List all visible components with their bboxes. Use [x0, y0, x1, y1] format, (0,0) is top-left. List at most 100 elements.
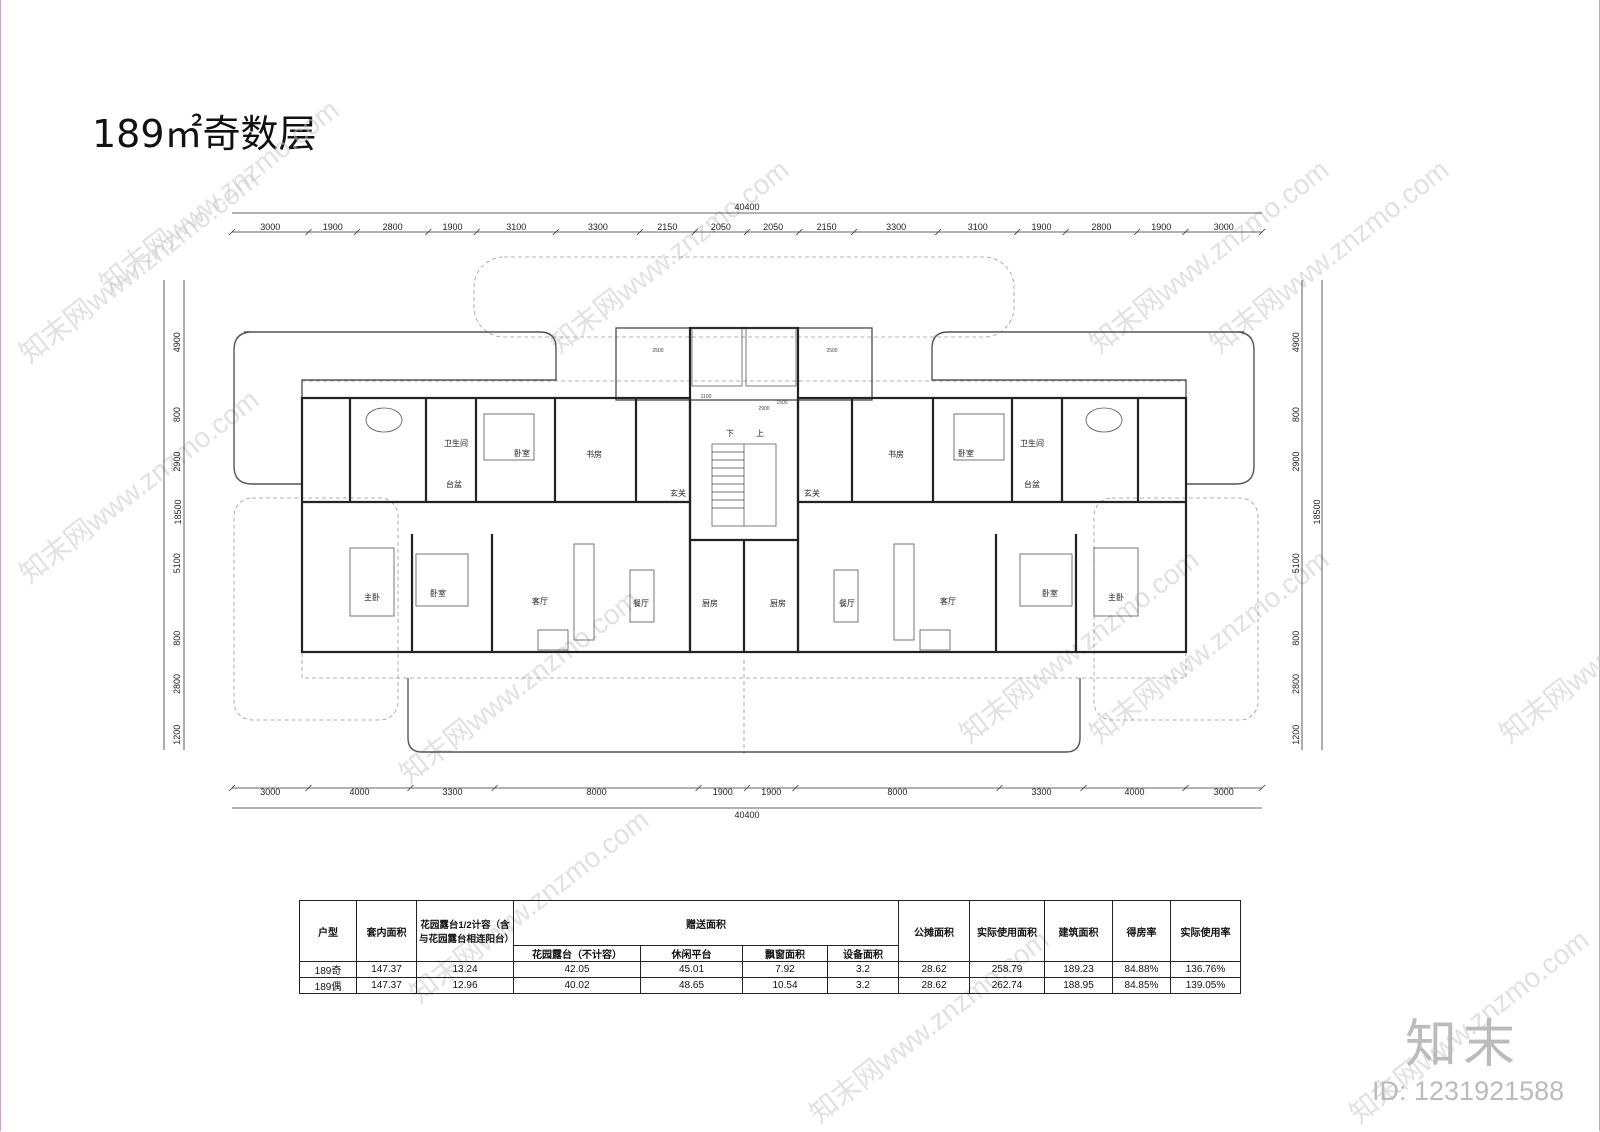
cell: 48.65	[640, 977, 743, 994]
dim-segment-label: 1200	[172, 725, 182, 745]
dim-segment-label: 3100	[506, 222, 526, 232]
dim-tick	[1182, 228, 1189, 236]
dim-tick	[1182, 784, 1189, 792]
cell: 188.95	[1044, 977, 1113, 994]
dim-segment-label: 1900	[443, 222, 463, 232]
dim-segment-label: 800	[1291, 631, 1301, 646]
stair-down-label: 下	[726, 429, 734, 438]
core-dim: 2500	[826, 348, 837, 354]
room-bedroom-top-left: 卧室	[514, 448, 530, 458]
cell: 147.37	[356, 977, 417, 994]
dim-segment-label: 1900	[1151, 222, 1171, 232]
cell: 258.79	[969, 961, 1045, 978]
dim-segment-label: 2150	[657, 222, 677, 232]
core-dim: 1500	[776, 400, 787, 406]
dim-segment-label: 2050	[711, 222, 731, 232]
dim-segment-label: 800	[1291, 407, 1301, 422]
th-rate: 得房率	[1112, 900, 1171, 962]
room-master-left: 主卧	[364, 592, 380, 602]
dim-bottom-total: 40400	[734, 810, 759, 820]
room-study-right: 书房	[888, 449, 904, 459]
core-dim: 2900	[758, 406, 769, 412]
dim-tick	[1258, 784, 1266, 792]
room-entry-right: 玄关	[804, 488, 820, 498]
dim-tick	[850, 228, 858, 236]
image-id: ID: 1231921588	[1372, 1076, 1565, 1106]
cell: 40.02	[513, 977, 641, 994]
room-living-right: 客厅	[940, 596, 956, 606]
core-dim: 1100	[701, 394, 712, 400]
dim-segment-label: 1900	[713, 787, 733, 797]
dim-segment-label: 1900	[323, 222, 343, 232]
th-garden: 花园露台1/2计容（含与花园露台相连阳台）	[416, 900, 514, 962]
cell: 28.62	[898, 977, 970, 994]
dim-segment-label: 3300	[1031, 787, 1051, 797]
th-public: 公摊面积	[898, 900, 970, 962]
cell: 84.85%	[1112, 977, 1171, 994]
dim-segment-label: 2050	[763, 222, 783, 232]
cell: 7.92	[742, 961, 828, 978]
dim-segment-label: 2800	[1291, 674, 1301, 694]
dim-tick	[305, 228, 312, 236]
dim-tick	[407, 784, 414, 792]
dim-right-total: 18500	[1312, 499, 1322, 524]
dim-segment-label: 2800	[1091, 222, 1111, 232]
brand-logo: 知末	[1405, 1015, 1522, 1075]
cell: 12.96	[416, 977, 514, 994]
dim-tick	[691, 228, 699, 236]
cell: 189偶	[299, 977, 357, 994]
dim-segment-label: 4000	[1125, 787, 1145, 797]
th-gift: 赠送面积	[513, 900, 899, 946]
dim-tick	[1062, 228, 1069, 236]
dim-segment-label: 5100	[172, 553, 182, 573]
cell: 3.2	[827, 977, 899, 994]
dim-segment-label: 5100	[1291, 553, 1301, 573]
dim-segment-label: 2900	[172, 452, 182, 472]
dim-tick	[305, 784, 312, 792]
dim-tick	[934, 228, 942, 236]
dim-segment-label: 8000	[587, 787, 607, 797]
th-sub: 设备面积	[827, 945, 899, 962]
dim-tick	[1080, 784, 1087, 792]
cell: 13.24	[416, 961, 514, 978]
th-sub: 飘窗面积	[742, 945, 828, 962]
stair-up-label: 上	[756, 429, 764, 438]
th-sub: 休闲平台	[640, 945, 743, 962]
dim-tick	[996, 784, 1003, 792]
room-bath-left: 卫生间	[444, 438, 468, 448]
dim-segment-label: 2800	[172, 674, 182, 694]
cell: 189奇	[299, 961, 357, 978]
dim-segment-label: 3000	[260, 222, 280, 232]
cell: 84.88%	[1112, 961, 1171, 978]
room-dining-left: 餐厅	[633, 599, 649, 608]
dim-segment-label: 800	[172, 407, 182, 422]
room-bedroom-left: 卧室	[430, 588, 446, 598]
dim-segment-label: 2150	[817, 222, 837, 232]
dim-segment-label: 800	[172, 631, 182, 646]
room-kitchen-right: 厨房	[770, 598, 786, 608]
dim-segment-label: 4900	[1291, 332, 1301, 352]
cell: 10.54	[742, 977, 828, 994]
dim-segment-label: 4900	[172, 332, 182, 352]
cell: 136.76%	[1170, 961, 1241, 978]
dim-left-total: 18500	[173, 499, 183, 524]
cell: 42.05	[513, 961, 641, 978]
dim-segment-label: 3000	[260, 787, 280, 797]
page-title: 189㎡奇数层	[92, 112, 317, 156]
dim-segment-label: 3000	[1214, 787, 1234, 797]
dim-tick	[1133, 228, 1141, 236]
dim-segment-label: 1900	[1031, 222, 1051, 232]
dim-segment-label: 1200	[1291, 725, 1301, 745]
table-row: 189偶 147.37 12.96 40.02 48.65 10.54 3.2 …	[299, 977, 1241, 994]
room-dining-right: 餐厅	[839, 599, 855, 608]
dim-tick	[425, 228, 432, 236]
dim-segment-label: 1900	[761, 787, 781, 797]
th-actual: 实际使用面积	[969, 900, 1045, 962]
cell: 45.01	[640, 961, 743, 978]
th-inner-area: 套内面积	[356, 900, 417, 962]
core-dim: 2500	[652, 348, 663, 354]
dim-tick	[695, 784, 702, 792]
dim-tick	[792, 784, 799, 792]
room-kitchen-left: 厨房	[702, 598, 718, 608]
